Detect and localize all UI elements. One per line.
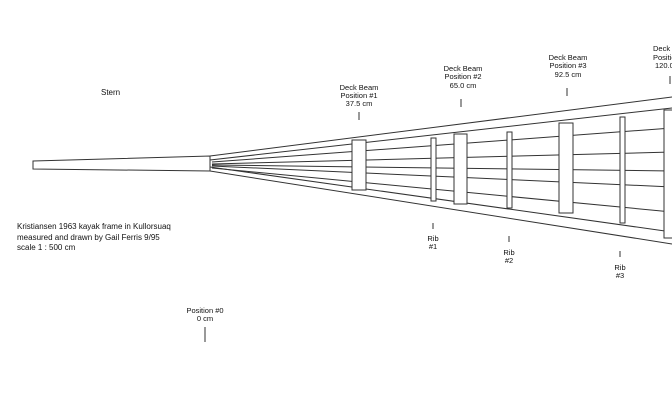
deck-beam-3-distance: 92.5 cm xyxy=(555,70,582,79)
rib-2-number: #2 xyxy=(505,256,513,265)
caption-line-3: scale 1 : 500 cm xyxy=(17,243,76,252)
rib-3-label: Rib xyxy=(614,263,625,272)
deck-beam-2-member xyxy=(453,133,468,205)
deck-beam-4-member xyxy=(663,109,672,239)
position-0-label: Position #0 xyxy=(186,306,223,315)
deck-beam-2-position: Position #2 xyxy=(444,72,481,81)
deck-beam-1-title: Deck Beam xyxy=(340,83,379,92)
deck-beam-2-title: Deck Beam xyxy=(444,64,483,73)
caption-line-1: Kristiansen 1963 kayak frame in Kullorsu… xyxy=(17,222,171,231)
lower-gunwale-outer xyxy=(209,170,672,245)
stringer xyxy=(211,127,672,163)
rib-3-member xyxy=(619,116,626,224)
deck-beam-1-member xyxy=(351,139,367,191)
rib-1-member xyxy=(430,137,437,202)
stringer xyxy=(211,167,672,213)
deck-beam-4-title: Deck Beam xyxy=(653,44,672,53)
deck-beam-3-position: Position #3 xyxy=(549,61,586,70)
deck-beam-1-position: Position #1 xyxy=(340,91,377,100)
stringer xyxy=(211,151,672,165)
upper-gunwale-inner xyxy=(209,107,672,161)
upper-gunwale-outer xyxy=(209,96,672,157)
position-0-value: 0 cm xyxy=(197,314,213,323)
rib-2-member xyxy=(506,131,513,209)
deck-beam-4-distance: 120.0 cm xyxy=(655,61,672,70)
rib-2-label: Rib xyxy=(503,248,514,257)
deck-beam-2-distance: 65.0 cm xyxy=(450,81,477,90)
stern-stick xyxy=(32,155,211,172)
deck-beam-1-distance: 37.5 cm xyxy=(346,99,373,108)
caption-line-2: measured and drawn by Gail Ferris 9/95 xyxy=(17,233,160,242)
deck-beam-3-member xyxy=(558,122,574,214)
deck-beam-4-position: Position #4 xyxy=(653,53,672,62)
deck-beam-3-title: Deck Beam xyxy=(549,53,588,62)
stringer xyxy=(211,165,672,188)
lower-gunwale-inner xyxy=(209,166,672,233)
rib-1-number: #1 xyxy=(429,242,437,251)
stern-label: Stern xyxy=(101,88,120,97)
rib-3-number: #3 xyxy=(616,271,624,280)
stringer xyxy=(211,164,672,172)
rib-1-label: Rib xyxy=(427,234,438,243)
